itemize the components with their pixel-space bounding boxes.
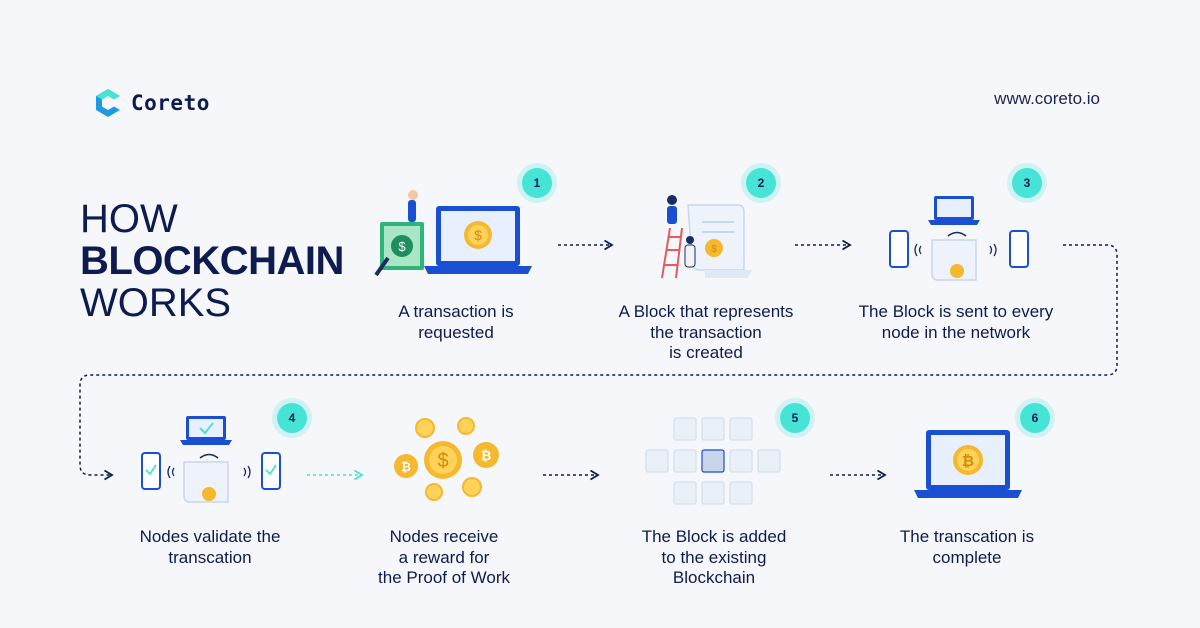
coins-reward-icon: $ ₿ ₿ <box>394 417 499 501</box>
title-line-3: WORKS <box>80 281 232 325</box>
laptop-coin-icon: $ $ <box>374 190 532 277</box>
step-label-reward: Nodes receive a reward for the Proof of … <box>378 527 510 587</box>
svg-text:₿: ₿ <box>401 460 411 474</box>
node-validate-icon <box>141 416 281 503</box>
brand-name: Coreto <box>131 91 210 115</box>
step-badge-3: 3 <box>1012 168 1042 198</box>
step-label-1: A transaction is requested <box>398 302 514 342</box>
network-broadcast-icon <box>889 196 1029 281</box>
scroll-block-icon: $ <box>661 195 752 279</box>
svg-text:$: $ <box>437 450 448 472</box>
svg-text:₿: ₿ <box>481 448 492 463</box>
step-badge-4: 4 <box>277 403 307 433</box>
title-line-2: BLOCKCHAIN <box>80 239 344 283</box>
svg-text:$: $ <box>711 244 717 255</box>
title-line-1: HOW <box>80 197 178 241</box>
svg-text:₿: ₿ <box>962 453 974 470</box>
step-label-2: A Block that represents the transaction … <box>618 302 794 362</box>
page-title: HOW BLOCKCHAIN WORKS <box>80 198 344 324</box>
step-label-6: The transcation is complete <box>899 527 1035 567</box>
site-url-link[interactable]: www.coreto.io <box>994 89 1100 108</box>
step-label-3: The Block is sent to every node in the n… <box>858 302 1054 342</box>
coreto-logo-icon <box>96 89 120 117</box>
flow-connectors <box>79 239 1118 481</box>
step-label-4: Nodes validate the transcation <box>139 527 281 567</box>
step-badge-1: 1 <box>522 168 552 198</box>
brand-logo[interactable]: Coreto <box>93 88 210 118</box>
step-badge-6: 6 <box>1020 403 1050 433</box>
step-badge-2: 2 <box>746 168 776 198</box>
step-label-5: The Block is added to the existing Block… <box>641 527 787 587</box>
connector-3-4 <box>79 244 1118 481</box>
step-badge-5: 5 <box>780 403 810 433</box>
laptop-bitcoin-icon: ₿ <box>914 430 1022 498</box>
blockchain-grid-icon <box>645 417 781 505</box>
svg-text:$: $ <box>474 227 482 243</box>
svg-text:$: $ <box>398 239 406 254</box>
